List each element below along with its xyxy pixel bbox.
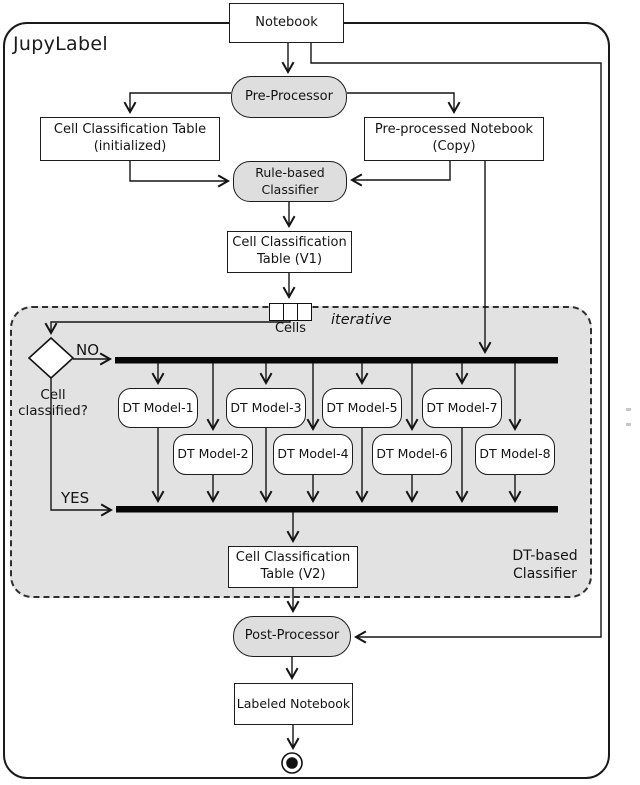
- dt-model-1-node: DT Model-1: [118, 388, 198, 428]
- dt-model-4-node: DT Model-4: [273, 434, 353, 475]
- page-edge-artifact: [626, 423, 631, 426]
- no-branch-label: NO: [76, 341, 100, 359]
- post-processor-node: Post-Processor: [233, 616, 351, 657]
- dt-model-5-node: DT Model-5: [322, 388, 402, 428]
- cells-icon: [269, 303, 312, 321]
- dt-model-6-node: DT Model-6: [372, 434, 452, 475]
- cct-v1-node: Cell Classification Table (V1): [227, 231, 352, 273]
- notebook-node: Notebook: [229, 3, 344, 43]
- labeled-notebook-node: Labeled Notebook: [234, 683, 353, 725]
- rule-based-classifier-node: Rule-based Classifier: [233, 161, 347, 202]
- preprocessed-notebook-node: Pre-processed Notebook (Copy): [364, 117, 544, 161]
- dt-model-2-node: DT Model-2: [173, 434, 253, 475]
- page-edge-artifact: [626, 408, 631, 411]
- cells-label: Cells: [274, 321, 307, 336]
- dt-model-8-node: DT Model-8: [475, 434, 555, 475]
- iterative-label: iterative: [331, 312, 392, 328]
- yes-branch-label: YES: [61, 489, 90, 507]
- pre-processor-node: Pre-Processor: [231, 76, 347, 118]
- dt-based-classifier-label: DT-based Classifier: [512, 548, 578, 582]
- cct-initialized-node: Cell Classification Table (initialized): [40, 117, 220, 161]
- dt-model-3-node: DT Model-3: [226, 388, 306, 428]
- dt-model-7-node: DT Model-7: [422, 388, 502, 428]
- frame-title: JupyLabel: [13, 33, 108, 55]
- decision-question-label: Cell classified?: [18, 387, 88, 420]
- cct-v2-node: Cell Classification Table (V2): [228, 546, 358, 588]
